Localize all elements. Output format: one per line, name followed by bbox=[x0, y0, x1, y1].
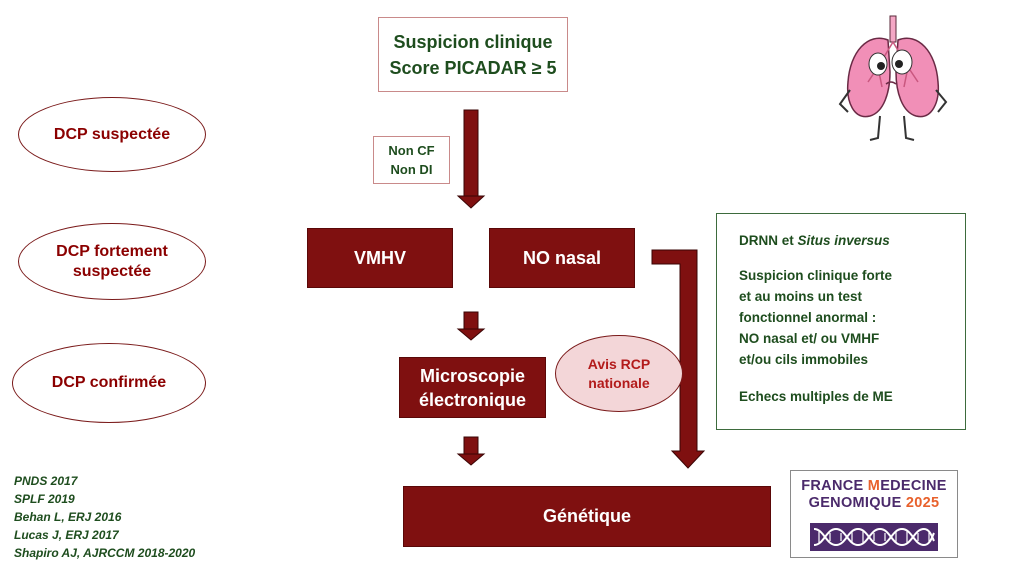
clinical-suspicion-box: Suspicion clinique Score PICADAR ≥ 5 bbox=[378, 17, 568, 92]
arrow-bent-no-nasal-to-genetics bbox=[651, 249, 706, 469]
criteria-line-me-failures: Echecs multiples de ME bbox=[739, 389, 893, 404]
criteria-line: Suspicion clinique forte bbox=[739, 268, 893, 283]
criteria-line-drnn: DRNN et Situs inversus bbox=[739, 230, 965, 251]
microscopy-label-2: électronique bbox=[418, 389, 527, 410]
arrow-down-to-microscopy bbox=[456, 311, 486, 341]
france-medecine-genomique-logo: FRANCE MEDECINE GENOMIQUE 2025 bbox=[790, 470, 958, 558]
no-nasal-label: NO nasal bbox=[522, 247, 602, 268]
non-di-text: Non DI bbox=[390, 162, 433, 177]
lungs-character-icon bbox=[838, 15, 948, 141]
level-dcp-suspected-label: DCP suspectée bbox=[53, 125, 171, 143]
reference-item: Behan L, ERJ 2016 bbox=[14, 510, 122, 524]
level-dcp-strongly-label-2: suspectée bbox=[72, 262, 152, 280]
reference-item: SPLF 2019 bbox=[14, 492, 75, 506]
criteria-block-strong-suspicion: Suspicion clinique forte et au moins un … bbox=[739, 265, 965, 370]
level-dcp-strongly-label-1: DCP fortement bbox=[56, 242, 168, 260]
clinical-suspicion-text: Suspicion clinique bbox=[393, 31, 553, 52]
logo-m-accent: M bbox=[867, 478, 881, 494]
reference-item: Shapiro AJ, AJRCCM 2018-2020 bbox=[14, 546, 196, 560]
criteria-line: et/ou cils immobiles bbox=[739, 352, 869, 367]
criteria-situs-inversus-text: Situs inversus bbox=[797, 233, 890, 248]
dna-helix-icon bbox=[810, 523, 938, 551]
level-dcp-confirmed: DCP confirmée bbox=[12, 343, 206, 423]
non-cf-text: Non CF bbox=[388, 143, 435, 158]
genetics-box: Génétique bbox=[403, 486, 771, 547]
logo-year-text: 2025 bbox=[905, 495, 940, 511]
logo-line-2: GENOMIQUE 2025 bbox=[791, 495, 957, 511]
level-dcp-suspected: DCP suspectée bbox=[18, 97, 206, 172]
level-dcp-confirmed-label: DCP confirmée bbox=[51, 374, 167, 391]
rcp-label-2: nationale bbox=[588, 374, 650, 391]
reference-item: PNDS 2017 bbox=[14, 474, 78, 488]
logo-genomique-text: GENOMIQUE bbox=[808, 495, 906, 511]
picadar-score-text: Score PICADAR ≥ 5 bbox=[389, 57, 557, 78]
arrow-down-top bbox=[456, 109, 486, 209]
microscopy-box: Microscopie électronique bbox=[399, 357, 546, 418]
exclusion-box: Non CF Non DI bbox=[373, 136, 450, 184]
logo-medecine-text: EDECINE bbox=[880, 478, 947, 494]
vmhv-box: VMHV bbox=[307, 228, 453, 288]
logo-france-text: FRANCE bbox=[801, 478, 868, 494]
diagnostic-criteria-box: DRNN et Situs inversus Suspicion cliniqu… bbox=[716, 213, 966, 430]
criteria-line: fonctionnel anormal : bbox=[739, 310, 877, 325]
arrow-down-to-genetics bbox=[456, 436, 486, 466]
rcp-national-ellipse: Avis RCP nationale bbox=[555, 335, 683, 412]
vmhv-label: VMHV bbox=[353, 247, 406, 268]
no-nasal-box: NO nasal bbox=[489, 228, 635, 288]
level-dcp-strongly-suspected: DCP fortement suspectée bbox=[18, 223, 206, 300]
rcp-label-1: Avis RCP bbox=[587, 355, 651, 372]
criteria-line: NO nasal et/ ou VMHF bbox=[739, 331, 880, 346]
criteria-drnn-text: DRNN et bbox=[739, 233, 798, 248]
references-list: PNDS 2017 SPLF 2019 Behan L, ERJ 2016 Lu… bbox=[14, 472, 234, 562]
criteria-line: et au moins un test bbox=[739, 289, 863, 304]
microscopy-label-1: Microscopie bbox=[419, 365, 526, 386]
logo-line-1: FRANCE MEDECINE bbox=[791, 478, 957, 494]
genetics-label: Génétique bbox=[542, 506, 631, 526]
reference-item: Lucas J, ERJ 2017 bbox=[14, 528, 119, 542]
